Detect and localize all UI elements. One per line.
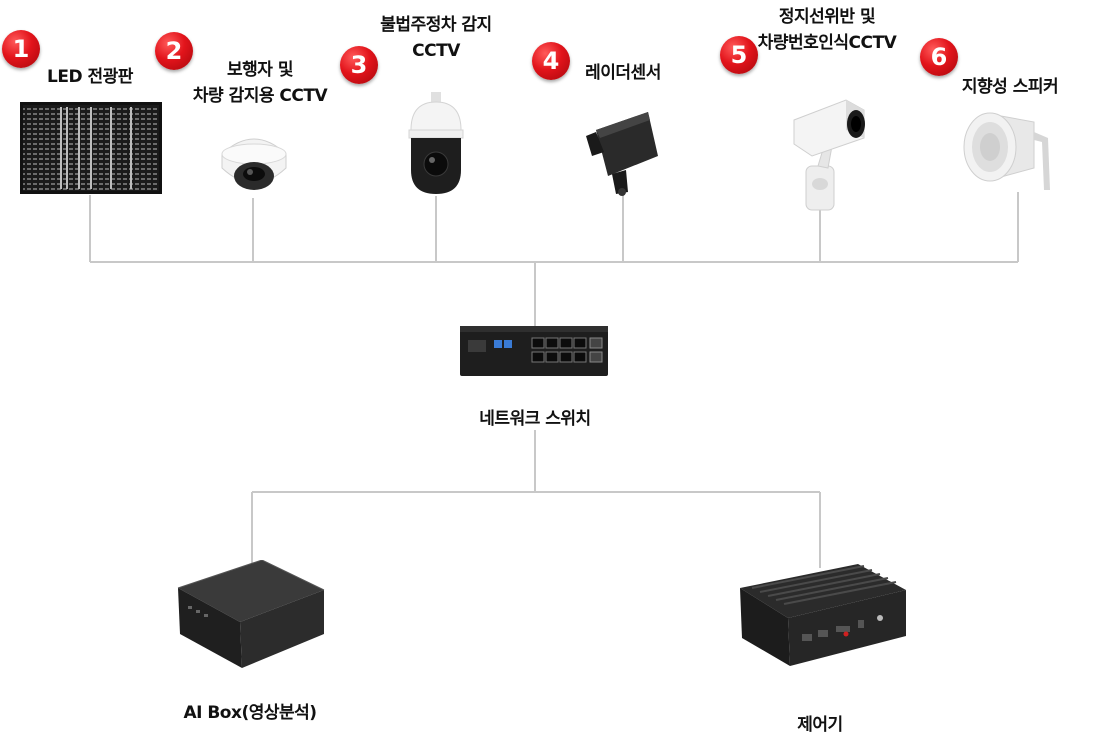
horn-speaker-label: 지향성 스피커	[950, 74, 1070, 100]
network-switch-label: 네트워크 스위치	[479, 409, 591, 429]
dome-camera-label-line-2: 차량 감지용 CCTV	[192, 86, 328, 106]
number-badge-2: 2	[155, 32, 193, 70]
led-display-icon	[20, 102, 162, 194]
radar-sensor-label: 레이더센서	[578, 60, 668, 86]
number-badge-3: 3	[340, 46, 378, 84]
led-display-label: LED 전광판	[20, 64, 160, 90]
number-badge-5: 5	[720, 36, 758, 74]
horn-speaker-icon	[963, 112, 1050, 190]
ai-box-icon	[177, 560, 325, 668]
dome-camera-icon	[221, 138, 287, 190]
number-badge-6: 6	[920, 38, 958, 76]
number-badge-1: 1	[2, 30, 40, 68]
ptz-camera-icon	[408, 92, 464, 194]
bullet-camera-label-line-2: 차량번호인식CCTV	[757, 33, 897, 53]
controller-icon	[740, 564, 906, 666]
ptz-camera-label-line-1: 불법주정차 감지	[380, 15, 492, 35]
network-switch-icon	[460, 326, 608, 376]
led-display-label-line-1: LED 전광판	[47, 67, 133, 87]
ai-box-label: AI Box(영상분석)	[183, 703, 317, 723]
bullet-camera-icon	[793, 99, 865, 211]
bullet-camera-label: 정지선위반 및 차량번호인식CCTV	[752, 4, 902, 56]
bullet-camera-label-line-1: 정지선위반 및	[778, 7, 876, 27]
dome-camera-label: 보행자 및 차량 감지용 CCTV	[175, 57, 345, 109]
horn-speaker-label-line-1: 지향성 스피커	[961, 77, 1059, 97]
radar-sensor-icon	[586, 112, 658, 196]
ptz-camera-label: 불법주정차 감지 CCTV	[366, 12, 506, 64]
radar-sensor-label-line-1: 레이더센서	[585, 63, 661, 83]
ptz-camera-label-line-2: CCTV	[412, 41, 460, 61]
dome-camera-label-line-1: 보행자 및	[227, 60, 293, 80]
controller-label: 제어기	[797, 715, 843, 735]
number-badge-4: 4	[532, 42, 570, 80]
